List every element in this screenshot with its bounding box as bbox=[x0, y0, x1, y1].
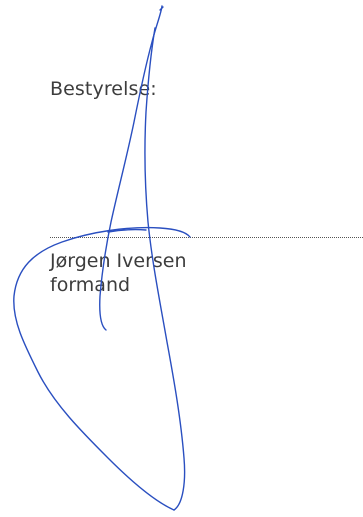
signer-name: Jørgen Iversen bbox=[50, 250, 187, 272]
signature-line bbox=[50, 237, 363, 238]
board-heading: Bestyrelse: bbox=[50, 78, 157, 100]
signer-role: formand bbox=[50, 274, 131, 296]
signer-block: Jørgen Iversen formand bbox=[50, 249, 187, 297]
